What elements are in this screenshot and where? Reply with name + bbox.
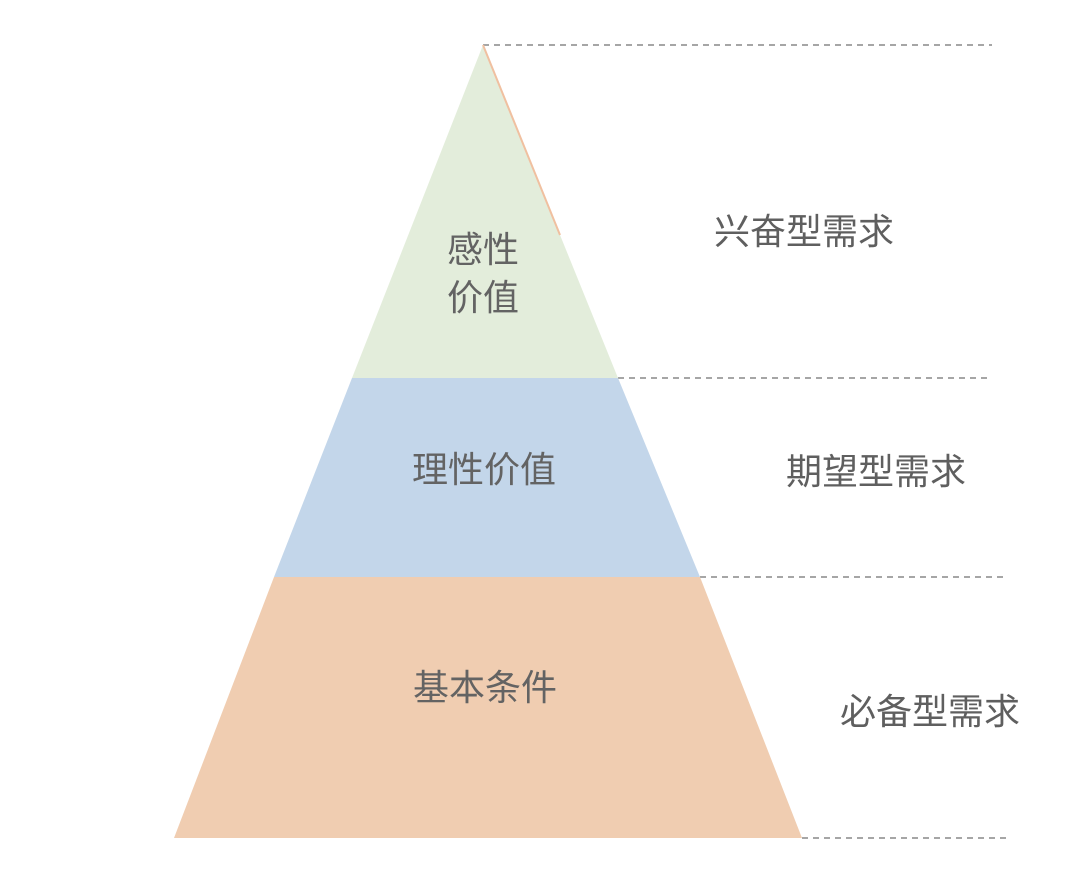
pyramid-layer-bottom <box>174 577 802 838</box>
layer-bottom-label: 基本条件 <box>413 668 557 709</box>
layer-top-label-line-1: 感性 <box>447 230 519 271</box>
need-label-excitement: 兴奋型需求 <box>714 212 894 253</box>
pyramid-layer-middle <box>274 378 700 577</box>
pyramid-accent-edge <box>482 44 561 236</box>
pyramid-layer-top <box>352 45 618 378</box>
need-label-expected: 期望型需求 <box>786 452 966 493</box>
need-label-basic: 必备型需求 <box>840 692 1020 733</box>
layer-middle-label: 理性价值 <box>412 450 556 491</box>
layer-top-label-line-2: 价值 <box>447 278 519 319</box>
